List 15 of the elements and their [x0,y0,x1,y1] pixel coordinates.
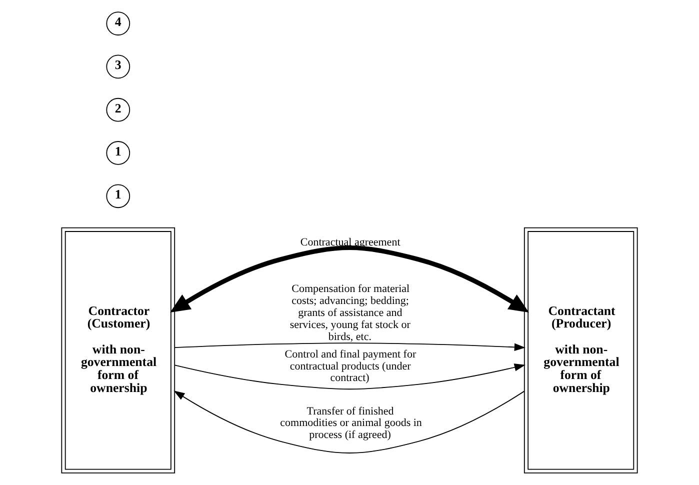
arrow [170,246,529,312]
node-box: Contractant (Producer) with non-governmental form of ownership [524,227,638,474]
node-circle: 1 [106,141,130,165]
edge-label: Contractual agreement [300,236,400,248]
node-box: Contractor (Customer) with non-governmental form of ownership [61,227,176,474]
arrow [174,390,525,454]
arrow [174,342,526,352]
edge-label: Transfer of finished commodities or animal goods in process (if agreed) [280,405,422,442]
node-circle: 3 [106,54,130,79]
node-circle: 4 [106,12,130,36]
arrow [174,364,526,390]
node-circle: 2 [106,98,130,122]
edge-label: Control and final payment for contractual products (under contract) [284,348,416,384]
edge-label: Compensation for material costs; advancing; bedding; grants of assistance and services, young fat stock or birds, etc. [290,283,410,343]
node-circle: 1 [106,184,130,208]
